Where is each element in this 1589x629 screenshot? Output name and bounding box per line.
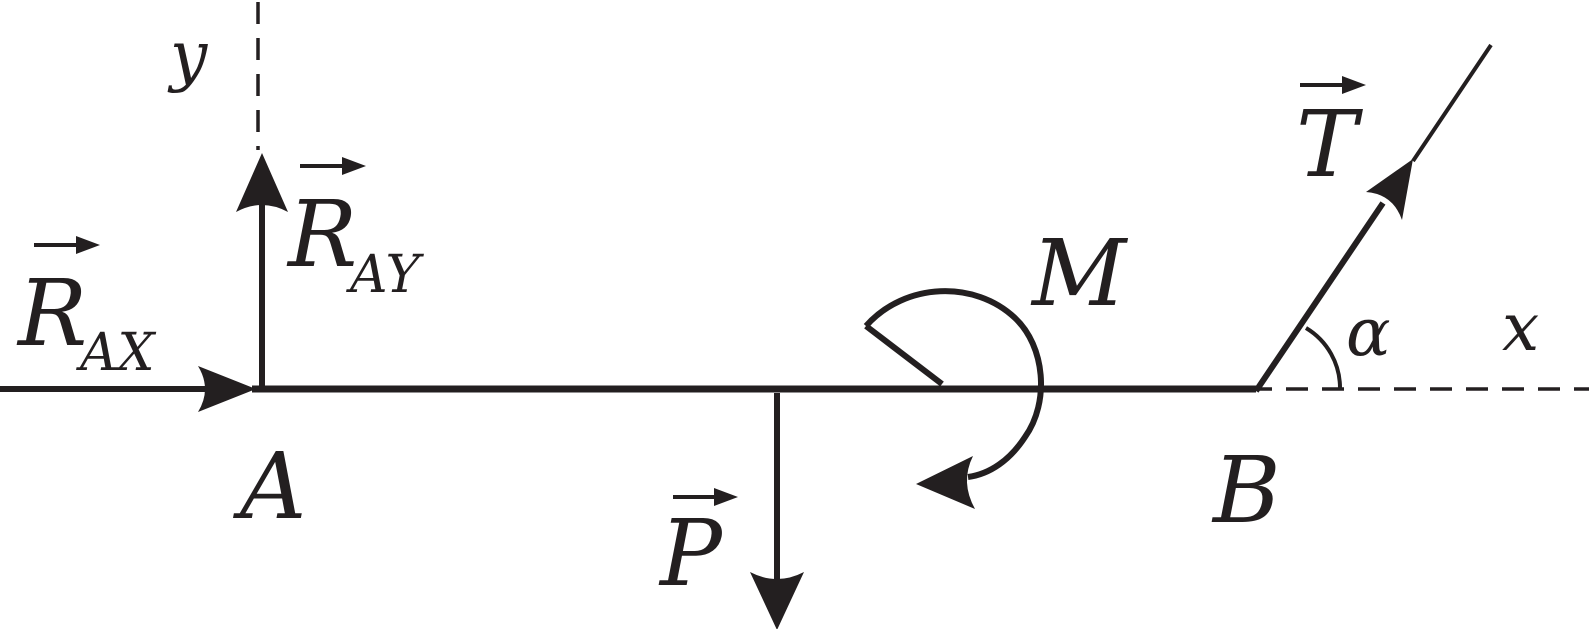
force-ray-subscript: AY — [346, 245, 424, 305]
angle-alpha-label: α — [1346, 294, 1391, 371]
force-t-arrowhead — [1366, 159, 1413, 220]
moment-m-symbol: M — [1030, 220, 1129, 327]
moment-m-arrowhead — [916, 456, 975, 509]
force-rax-arrowhead — [198, 366, 256, 412]
force-ray-symbol: R — [286, 181, 357, 288]
x-axis-label: x — [1502, 289, 1539, 366]
moment-m-arc — [863, 288, 1044, 480]
point-a-label: A — [232, 433, 306, 540]
y-axis-label: y — [167, 17, 208, 94]
force-p-symbol: P — [658, 500, 724, 607]
force-p-arrowhead — [750, 572, 804, 629]
force-t-symbol: T — [1296, 91, 1363, 198]
force-t-vector-arrow — [1300, 76, 1366, 94]
force-rax-vector-arrow — [34, 236, 100, 254]
force-ray-arrowhead — [236, 153, 288, 212]
force-p-vector-arrow — [673, 488, 738, 506]
moment-m-tail — [864, 323, 944, 387]
force-ray-vector-arrow — [300, 157, 366, 175]
angle-alpha-arc — [1304, 326, 1343, 390]
point-b-label: B — [1211, 437, 1281, 544]
force-rax-symbol: R — [16, 260, 87, 367]
cable-line — [1411, 43, 1493, 163]
force-t-line — [1253, 201, 1386, 393]
force-rax-subscript: AX — [76, 323, 157, 383]
